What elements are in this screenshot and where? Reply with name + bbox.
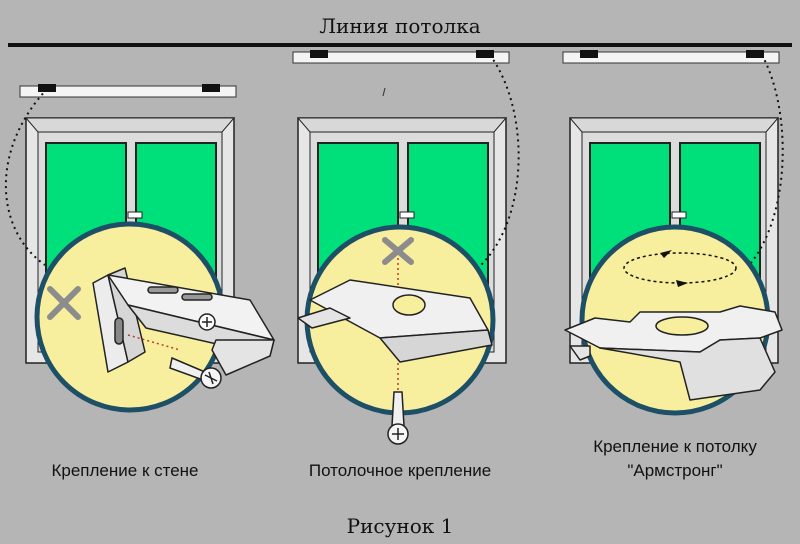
rail-clip [580, 50, 598, 58]
rail-clip [202, 84, 220, 92]
caption-armstrong-line2: "Армстронг" [627, 461, 723, 480]
panel-armstrong-mount [562, 50, 784, 416]
armstrong-bracket [564, 305, 783, 401]
caption-wall-mount: Крепление к стене [51, 461, 199, 480]
screw-ceiling [387, 391, 409, 445]
cross-mark [382, 237, 414, 265]
cross-mark [47, 286, 81, 320]
rail-mark [382, 87, 386, 97]
panel-wall-mount [4, 84, 275, 413]
caption-ceiling-mount: Потолочное крепление [308, 461, 492, 480]
rotation-arrow [623, 250, 737, 287]
rail-clip [310, 50, 328, 58]
rail-ceiling [292, 51, 510, 64]
caption-armstrong-line1: Крепление к потолку [593, 437, 757, 456]
leader-line [744, 54, 784, 271]
panel-ceiling-mount [292, 50, 520, 445]
rail-clip [746, 50, 764, 58]
leader-line [477, 54, 520, 269]
leader-line [4, 88, 48, 266]
wall-bracket [92, 267, 275, 376]
screw-path [127, 334, 181, 351]
ceiling-line-label: Линия потолка [319, 14, 481, 38]
screw-wall [169, 356, 222, 389]
rail-armstrong [562, 51, 780, 64]
rail-clip [38, 84, 56, 92]
figure-label: Рисунок 1 [346, 514, 454, 538]
ceiling-bracket [297, 279, 493, 363]
rail-clip [476, 50, 494, 58]
rail-wall [19, 85, 237, 98]
